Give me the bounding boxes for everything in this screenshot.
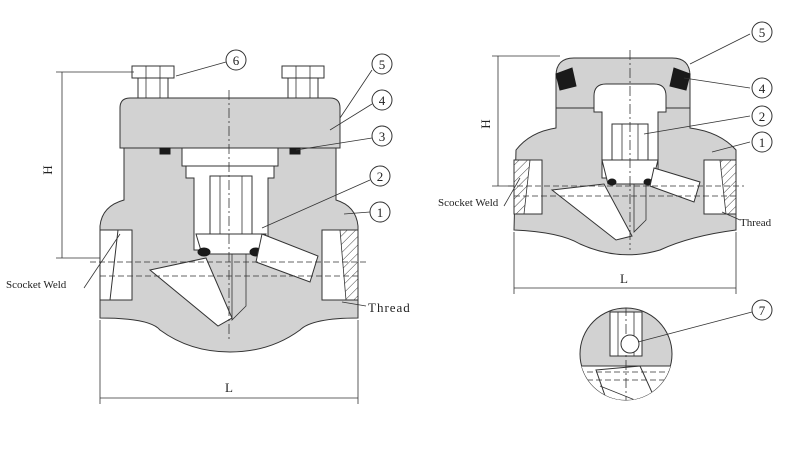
detail-callout-7: 7 <box>751 299 773 321</box>
right-thread-label: Thread <box>740 217 772 229</box>
left-thread-label: Thread <box>368 300 411 315</box>
right-diagonal-passage-right <box>649 167 701 203</box>
left-bonnet <box>119 97 341 149</box>
svg-text:1: 1 <box>377 205 384 220</box>
right-callout-1: 1 <box>751 131 773 153</box>
svg-text:5: 5 <box>379 57 386 72</box>
svg-text:4: 4 <box>759 81 766 96</box>
right-valve-view: H L 5 4 2 1 Scocket <box>438 21 773 294</box>
left-diagonal-passage-right <box>255 233 319 283</box>
left-callout-6: 6 <box>225 49 247 71</box>
right-socket-weld-label: Scocket Weld <box>438 197 499 209</box>
left-bolt-left <box>131 65 175 99</box>
left-gasket-left <box>159 147 171 155</box>
svg-text:7: 7 <box>759 303 766 318</box>
right-diagonal-passage <box>550 183 633 241</box>
svg-text:2: 2 <box>759 109 766 124</box>
detail-ball <box>620 334 640 354</box>
svg-text:5: 5 <box>759 25 766 40</box>
left-dim-l-label: L <box>225 380 233 395</box>
left-gasket-right <box>289 147 301 155</box>
left-callout-2: 2 <box>369 165 391 187</box>
left-callout-1: 1 <box>369 201 391 223</box>
detail-view: 7 <box>579 299 773 401</box>
right-weld-left <box>555 67 577 91</box>
svg-text:3: 3 <box>379 129 386 144</box>
right-callout-2: 2 <box>751 105 773 127</box>
right-dim-h-label: H <box>478 119 493 128</box>
left-callout-3: 3 <box>371 125 393 147</box>
right-dimension-l: L <box>513 232 737 294</box>
right-weld-right <box>669 67 691 91</box>
left-oring-left <box>197 247 211 257</box>
svg-text:2: 2 <box>377 169 384 184</box>
right-callout-4: 4 <box>751 77 773 99</box>
svg-text:4: 4 <box>379 93 386 108</box>
left-valve-view: H L 6 5 4 3 <box>6 49 411 404</box>
svg-text:6: 6 <box>233 53 240 68</box>
left-callout-4: 4 <box>371 89 393 111</box>
right-dimension-h: H <box>478 55 560 187</box>
right-callout-5: 5 <box>751 21 773 43</box>
left-dimension-h: H <box>40 71 134 259</box>
left-cover-plate <box>181 147 279 167</box>
svg-text:1: 1 <box>759 135 766 150</box>
left-bolt-right <box>281 65 325 99</box>
left-callout-5: 5 <box>371 53 393 75</box>
right-dim-l-label: L <box>620 271 628 286</box>
left-socket-weld-label: Scocket Weld <box>6 279 67 291</box>
left-dim-h-label: H <box>40 165 55 174</box>
left-piston <box>209 175 253 235</box>
left-dimension-l: L <box>99 320 359 404</box>
